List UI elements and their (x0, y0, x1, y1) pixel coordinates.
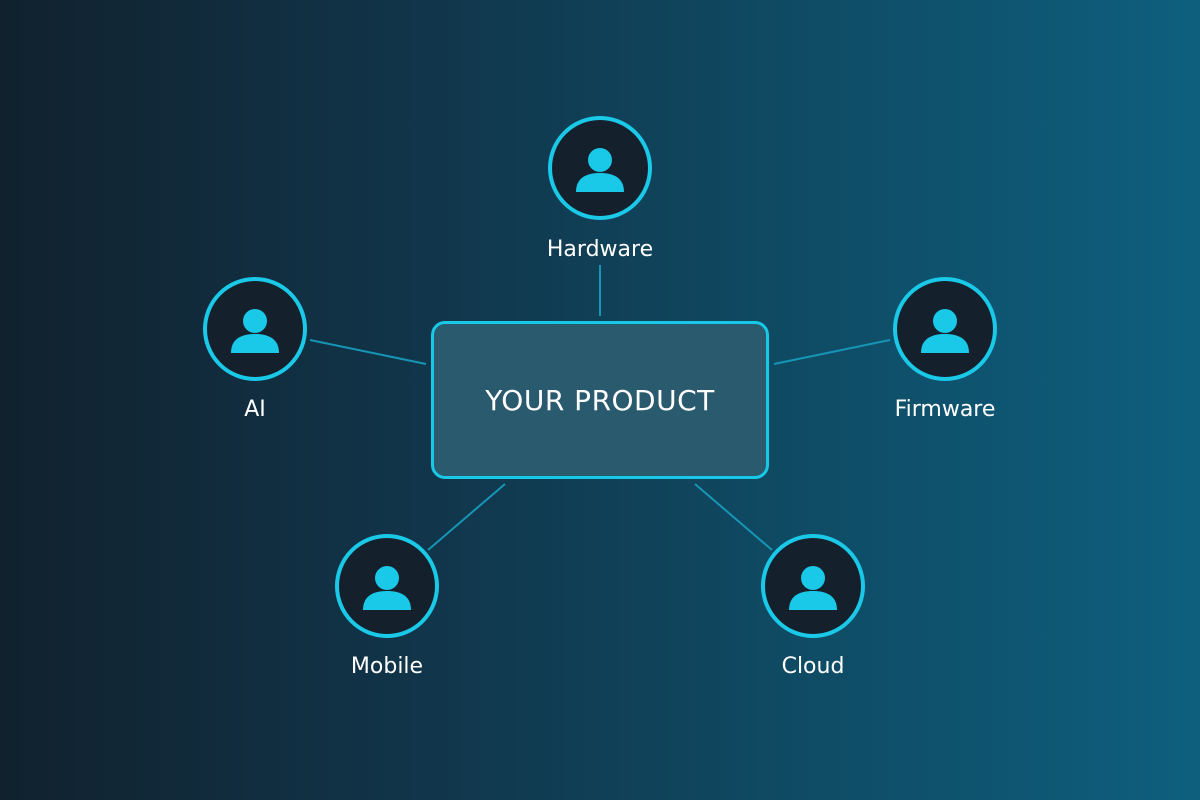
person-icon (231, 309, 279, 353)
connector-cloud (694, 483, 773, 551)
node-label-cloud: Cloud (781, 654, 845, 679)
product-label: YOUR PRODUCT (485, 383, 715, 417)
person-icon (921, 309, 969, 353)
connector-firmware (773, 339, 891, 365)
node-hardware[interactable] (548, 116, 652, 220)
node-label-ai: AI (244, 397, 266, 422)
node-cloud[interactable] (761, 534, 865, 638)
person-icon (789, 566, 837, 610)
product-box[interactable]: YOUR PRODUCT (431, 321, 769, 479)
node-label-firmware: Firmware (894, 397, 996, 422)
node-mobile[interactable] (335, 534, 439, 638)
person-icon (576, 148, 624, 192)
connector-ai (309, 339, 427, 365)
connector-mobile (427, 483, 506, 551)
node-ai[interactable] (203, 277, 307, 381)
node-label-mobile: Mobile (350, 654, 424, 679)
node-label-hardware: Hardware (546, 237, 654, 262)
node-firmware[interactable] (893, 277, 997, 381)
person-icon (363, 566, 411, 610)
